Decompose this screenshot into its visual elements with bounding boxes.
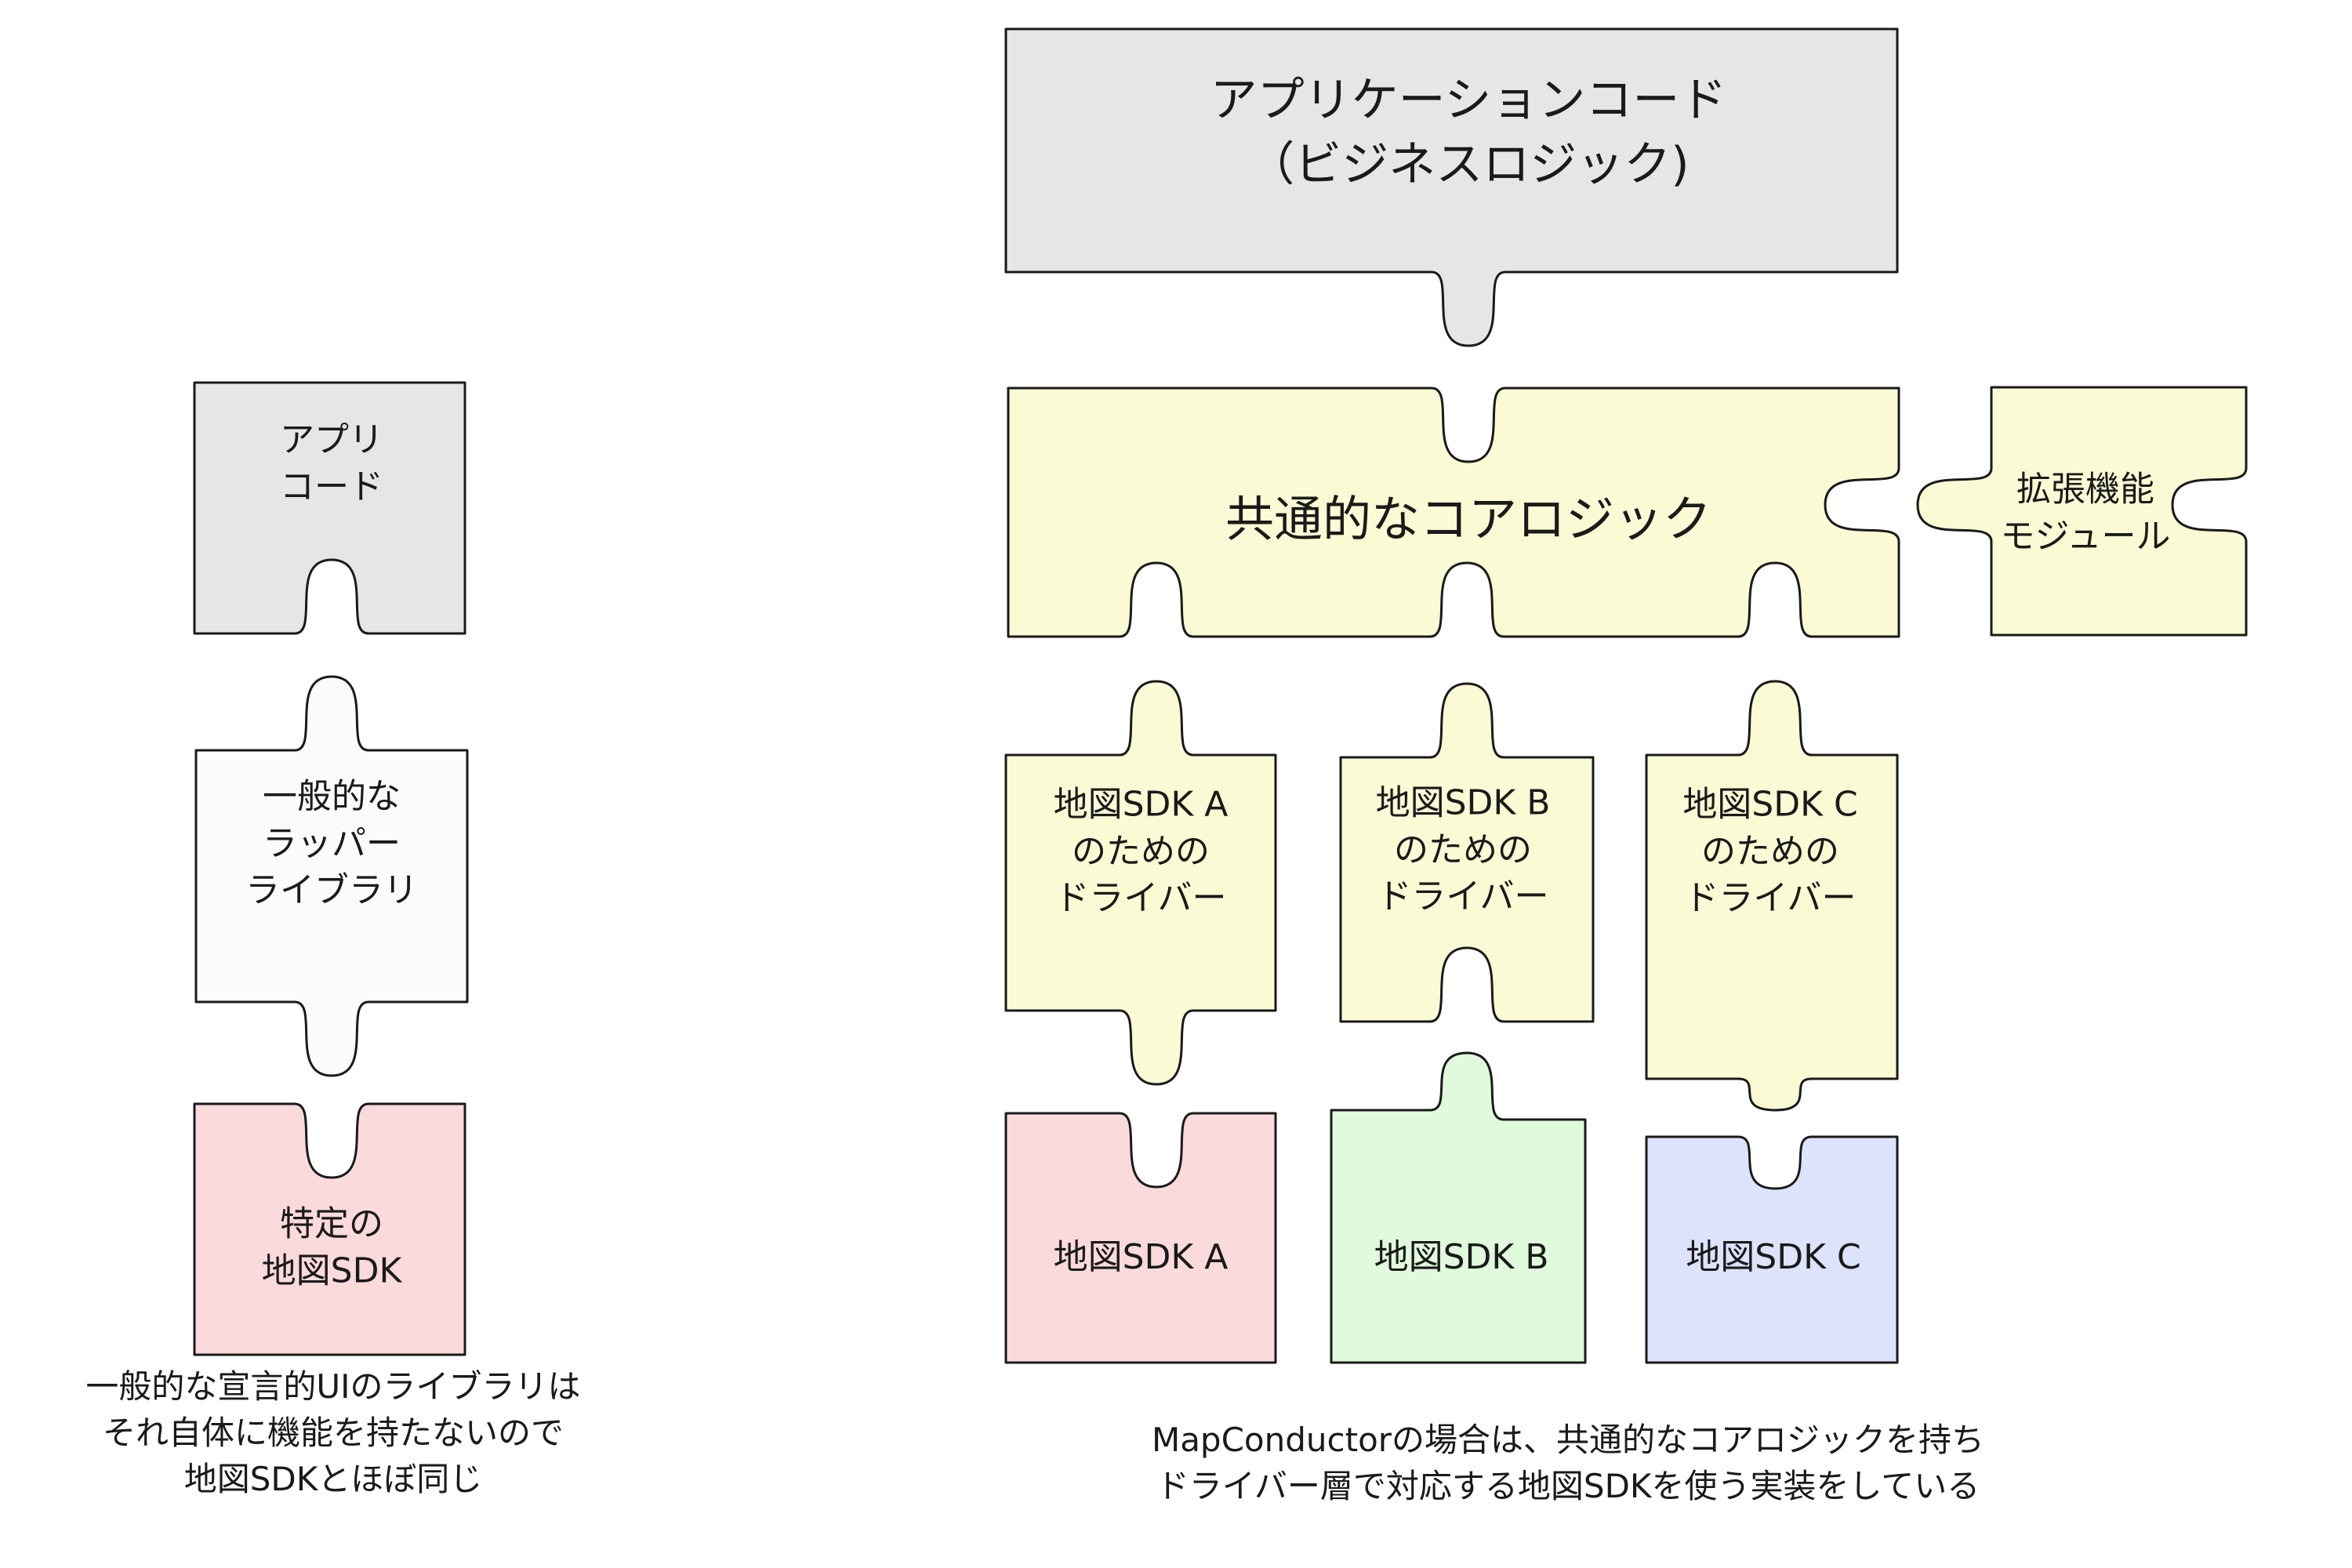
sdk-a-label: 地図SDK A (1054, 1237, 1229, 1277)
label-line: 共通的なコアロジック (1225, 491, 1711, 548)
app-code-piece (1004, 27, 1899, 347)
core-logic-label: 共通的なコアロジック (1225, 491, 1711, 548)
label-line: ドライバー (1054, 878, 1226, 918)
left-wrapper-label: 一般的なラッパーライブラリ (245, 777, 418, 911)
label-line: 地図SDK B (1376, 783, 1551, 823)
label-line: 特定の (280, 1203, 383, 1243)
label-line: 地図SDK A (1054, 785, 1229, 825)
sdk-b-piece (1330, 1051, 1587, 1364)
label-line: ドライバー (1377, 877, 1548, 916)
driver-b-label: 地図SDK B のためのドライバー (1376, 783, 1551, 917)
label-line: のための (1701, 831, 1839, 871)
left-caption-line-2: それ自体に機能を持たないので (102, 1413, 564, 1452)
label-line: 一般的な (263, 777, 401, 817)
core-logic-piece (1007, 387, 1900, 638)
label-line: のための (1394, 829, 1532, 869)
label-line: 拡張機能 (2016, 469, 2154, 509)
label-line: のための (1072, 831, 1210, 871)
sdk-b-label: 地図SDK B (1374, 1237, 1549, 1277)
right-caption-line-1: MapConductorの場合は、共通的なコアロジックを持ち (1151, 1421, 1985, 1459)
left-specific-sdk-piece (193, 1102, 466, 1356)
sdk-a-piece (1004, 1112, 1277, 1364)
sdk-c-label: 地図SDK C (1686, 1237, 1860, 1277)
right-caption: MapConductorの場合は、共通的なコアロジックを持ち ドライバー層で対応… (1019, 1417, 2117, 1510)
label-line: アプリケーションコード (1210, 73, 1727, 128)
extension-module-label: 拡張機能モジュール (2001, 469, 2171, 556)
left-caption-line-3: 地図SDKとほぼ同じ (183, 1459, 483, 1498)
left-specific-sdk-label: 特定の地図SDK (262, 1203, 403, 1290)
label-line: コード (280, 466, 383, 506)
driver-a-piece (1004, 680, 1277, 1086)
left-app-code-label: アプリコード (280, 419, 383, 506)
label-line: 地図SDK C (1682, 785, 1857, 825)
right-caption-line-2: ドライバー層で対応する地図SDKを使う実装をしている (1156, 1466, 1980, 1505)
left-app-code-piece (193, 381, 466, 635)
driver-b-piece (1339, 682, 1595, 1023)
driver-c-label: 地図SDK C のためのドライバー (1682, 785, 1857, 919)
extension-module-piece (1916, 386, 2248, 637)
left-caption-line-1: 一般的な宣言的UIのライブラリは (85, 1367, 581, 1406)
app-code-label: アプリケーションコード （ビジネスロジック) (1210, 73, 1727, 192)
label-line: ドライバー (1684, 878, 1856, 918)
left-wrapper-piece (194, 675, 469, 1077)
label-line: 地図SDK (262, 1250, 403, 1290)
driver-c-piece (1645, 680, 1899, 1112)
label-line: モジュール (2001, 516, 2171, 556)
driver-a-label: 地図SDK A のためのドライバー (1054, 785, 1229, 919)
left-caption: 一般的な宣言的UIのライブラリは それ自体に機能を持たないので 地図SDKとほぼ… (31, 1364, 635, 1502)
label-line: ライブラリ (245, 870, 418, 910)
label-line: ラッパー (263, 823, 401, 863)
label-line: アプリ (280, 419, 383, 459)
sdk-c-piece (1645, 1135, 1899, 1364)
label-line: （ビジネスロジック) (1247, 137, 1689, 192)
